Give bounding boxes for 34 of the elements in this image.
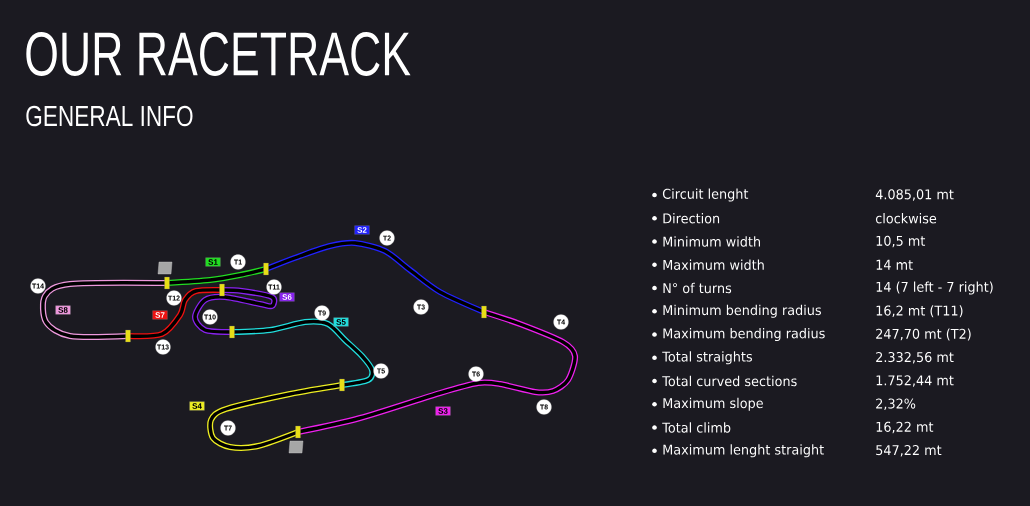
table-cell: 547,22 mt [876, 444, 942, 457]
table-cell: 4.085,01 mt [875, 189, 954, 201]
sector-badge: S1 [205, 257, 221, 267]
table-cell: Maximum bending radius [663, 327, 825, 342]
table-cell: Circuit lenght [662, 188, 749, 202]
sector-badge: S2 [354, 225, 370, 235]
table-cell: 14 (7 left - 7 right) [876, 281, 993, 295]
table-cell: 2,32% [876, 398, 916, 411]
table-cell: Maximum slope [663, 397, 763, 411]
table-cell: Direction [663, 213, 720, 224]
sector-badge: S4 [189, 401, 205, 411]
sector-badge: S3 [435, 406, 451, 416]
table-cell: 16,2 mt (T11) [876, 305, 963, 318]
table-cell: 16,22 mt [876, 421, 934, 434]
table-cell: Total climb [662, 422, 731, 433]
table-cell: Total curved sections [662, 375, 797, 387]
table-cell: 10,5 mt [876, 235, 926, 248]
sector-badge: S5 [333, 317, 349, 327]
table-cell: Minimum width [663, 236, 760, 247]
sector-badge: S8 [55, 305, 71, 315]
table-cell: 14 mt [876, 259, 913, 270]
subtitle: GENERAL INFO [26, 105, 193, 127]
table-cell: Minimum bending radius [663, 304, 821, 318]
table-cell: Maximum width [663, 259, 764, 270]
table-cell: clockwise [875, 213, 937, 224]
table-cell: 1.752,44 mt [876, 375, 954, 387]
table-cell: 247,70 mt (T2) [876, 328, 971, 341]
table-cell: 2.332,56 mt [876, 351, 954, 364]
table-cell: N° of turns [663, 282, 732, 294]
sector-badge: S6 [279, 292, 295, 302]
table-cell: Maximum lenght straight [663, 444, 824, 458]
sector-badge: S7 [152, 310, 168, 320]
title: OUR RACETRACK [26, 32, 411, 76]
table-cell: Total straights [662, 351, 752, 365]
